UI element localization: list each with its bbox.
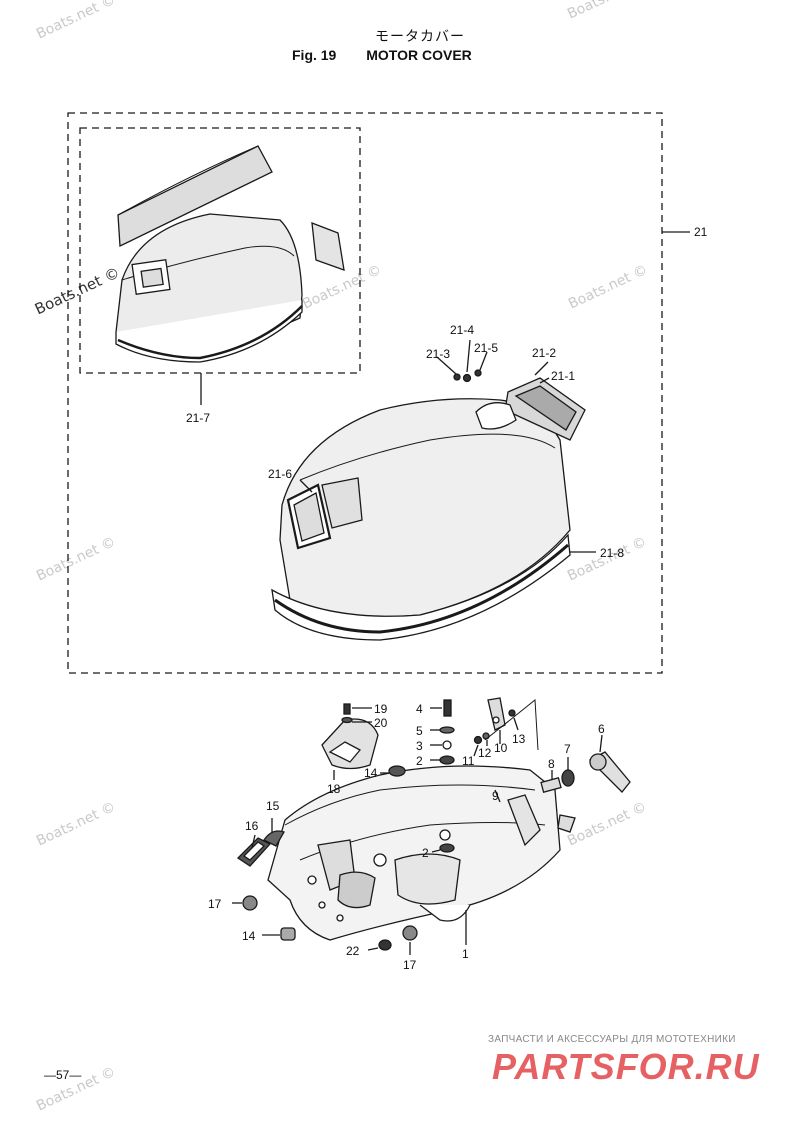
part-14-grommet-upper	[388, 765, 406, 777]
part-18-bracket	[321, 718, 379, 770]
part-10-lever-hole	[492, 716, 500, 724]
leader-13	[513, 717, 519, 731]
figure-heading: Fig. 19 MOTOR COVER	[292, 47, 472, 63]
part-21-5-washer	[474, 369, 482, 377]
part-10-lever	[487, 697, 506, 731]
part-21-4-bolt	[462, 373, 472, 383]
callout-14-lower: 14	[242, 929, 256, 943]
part-4-bolt	[443, 699, 452, 717]
leader-21-6	[299, 479, 313, 493]
part-5-washer	[439, 726, 455, 734]
callout-21-1: 21-1	[551, 369, 576, 383]
callout-10: 10	[494, 741, 508, 755]
part-21-3-grommet	[453, 373, 461, 381]
page-number: —57—	[44, 1068, 82, 1082]
leader-22	[367, 947, 379, 951]
callout-21-5: 21-5	[474, 341, 499, 355]
leader-21-1	[539, 377, 550, 384]
leader-11	[473, 744, 479, 757]
figure-title: MOTOR COVER	[366, 47, 472, 63]
callout-13: 13	[512, 732, 526, 746]
decal-strip	[117, 145, 273, 248]
leader-6	[599, 734, 603, 753]
callout-14-upper: 14	[364, 766, 378, 780]
part-18-bracket-slot	[328, 741, 362, 763]
callout-1: 1	[462, 947, 469, 961]
callout-21: 21	[694, 225, 708, 239]
leader-9	[494, 789, 501, 803]
part-8-bushing	[540, 777, 562, 793]
callout-17-right: 17	[403, 958, 417, 972]
callout-19: 19	[374, 702, 388, 716]
assembly-21-boundary	[67, 112, 663, 674]
callout-15: 15	[266, 799, 280, 813]
callout-18: 18	[327, 782, 341, 796]
part-16-gasket-inner	[242, 841, 266, 861]
callout-21-8: 21-8	[600, 546, 625, 560]
part-15-seal	[263, 830, 285, 847]
callout-2-upper: 2	[416, 754, 423, 768]
part-2-grommet-lower	[439, 843, 455, 853]
bottom-cowling-drawing	[267, 765, 576, 941]
callout-21-7: 21-7	[186, 411, 211, 425]
callout-6: 6	[598, 722, 605, 736]
callout-21-2: 21-2	[532, 346, 557, 360]
part-6-knob	[589, 753, 607, 771]
part-20-washer	[341, 716, 353, 724]
leader-21-4	[466, 339, 471, 373]
figure-number: Fig. 19	[292, 47, 337, 63]
small-cover-drawing	[115, 213, 303, 363]
leader-2b	[431, 849, 441, 853]
part-22-grommet	[378, 939, 392, 951]
callout-21-3: 21-3	[426, 347, 451, 361]
callout-17-left: 17	[208, 897, 222, 911]
callout-7: 7	[564, 742, 571, 756]
motor-cover-drawing	[271, 377, 586, 641]
callout-22: 22	[346, 944, 360, 958]
callout-20: 20	[374, 716, 388, 730]
japanese-title: モータカバー	[375, 29, 465, 45]
callout-16: 16	[245, 819, 259, 833]
callout-12: 12	[478, 746, 492, 760]
leader-9-bracket	[484, 699, 539, 751]
part-7-seal	[561, 769, 575, 787]
part-2-grommet	[439, 755, 455, 765]
part-3-collar	[442, 740, 452, 750]
part-14-grommet-lower	[280, 927, 296, 941]
leader-16	[251, 834, 256, 849]
brand-logo: PARTSFOR.RU	[492, 1046, 760, 1087]
callout-5: 5	[416, 724, 423, 738]
brand-tagline: ЗАПЧАСТИ И АКСЕССУАРЫ ДЛЯ МОТОТЕХНИКИ	[488, 1034, 736, 1045]
part-13-clip	[508, 709, 516, 717]
callout-2-lower: 2	[422, 846, 429, 860]
callout-11: 11	[462, 754, 475, 768]
callout-8: 8	[548, 757, 555, 771]
part-19-bolt	[343, 703, 351, 715]
small-decal	[311, 222, 345, 271]
assembly-21-7-boundary	[79, 127, 361, 374]
leader-21-2	[534, 361, 549, 376]
callout-9: 9	[492, 789, 499, 803]
part-17-cap-left	[242, 895, 258, 911]
callout-3: 3	[416, 739, 423, 753]
part-11-nut	[473, 735, 483, 745]
leader-21-5	[479, 351, 488, 371]
leader-21-3	[436, 356, 457, 375]
part-17-cap-right	[402, 925, 418, 941]
callout-4: 4	[416, 702, 423, 716]
callout-21-6: 21-6	[268, 467, 293, 481]
callout-21-4: 21-4	[450, 323, 475, 337]
